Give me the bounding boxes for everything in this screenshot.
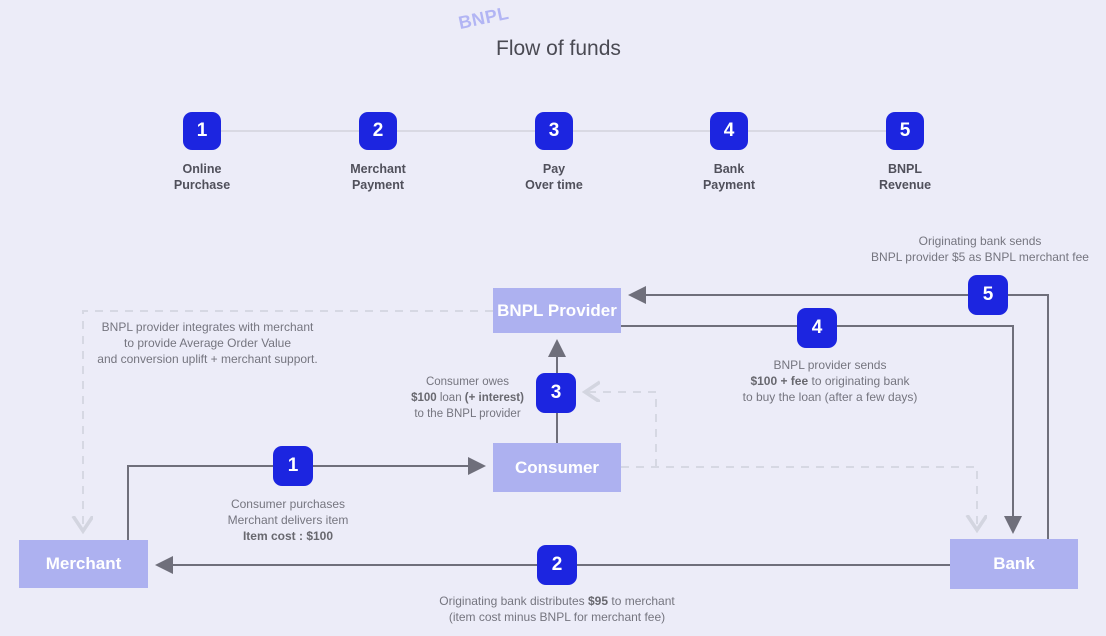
- node-merchant-label: Merchant: [45, 554, 122, 573]
- flow-badge-3: 3: [536, 373, 576, 413]
- node-bnpl-provider-label: BNPL Provider: [497, 300, 617, 320]
- flow-badge-4: 4: [797, 308, 837, 348]
- annotation-distribute: Originating bank distributes $95 to merc…: [439, 594, 675, 624]
- node-consumer-label: Consumer: [514, 457, 600, 477]
- bnpl-stamp-label: BNPL: [456, 2, 511, 34]
- annotation-integration: BNPL provider integrates with merchant t…: [97, 320, 318, 366]
- timeline-step-1-number: 1: [196, 120, 208, 141]
- timeline-step-4-badge: 4: [710, 112, 748, 150]
- arrow-bank-to-bnpl: [628, 286, 1049, 539]
- flow-badge-5: 5: [968, 275, 1008, 315]
- annotation-purchase: Consumer purchases Merchant delivers ite…: [227, 497, 349, 543]
- timeline-step-4-number: 4: [723, 120, 735, 141]
- timeline-step-2-badge: 2: [359, 112, 397, 150]
- node-bnpl-provider: BNPL Provider: [493, 288, 621, 333]
- flow-badge-2: 2: [537, 545, 577, 585]
- flow-badge-2-number: 2: [551, 554, 563, 575]
- annotation-merchant-fee: Originating bank sends BNPL provider $5 …: [871, 234, 1089, 264]
- arrow-consumer-to-bank-dashed: [621, 466, 977, 529]
- flow-badge-3-number: 3: [550, 382, 562, 403]
- timeline-step-2-number: 2: [372, 120, 384, 141]
- flow-badge-5-number: 5: [982, 284, 994, 305]
- timeline-step-3-number: 3: [548, 120, 560, 141]
- flow-badge-4-number: 4: [811, 317, 823, 338]
- node-merchant: Merchant: [19, 540, 148, 588]
- node-consumer: Consumer: [493, 443, 621, 492]
- annotation-sends-bank: BNPL provider sends $100 + fee to origin…: [742, 358, 918, 404]
- flow-badge-1: 1: [273, 446, 313, 486]
- node-bank-label: Bank: [993, 554, 1035, 573]
- flow-badge-1-number: 1: [287, 455, 299, 476]
- timeline-step-5-badge: 5: [886, 112, 924, 150]
- page-title: Flow of funds: [496, 37, 621, 60]
- timeline-step-5-number: 5: [899, 120, 911, 141]
- timeline-step-3-badge: 3: [535, 112, 573, 150]
- node-bank: Bank: [950, 539, 1078, 589]
- timeline-step-1-badge: 1: [183, 112, 221, 150]
- annotation-consumer-owes: Consumer owes $100 loan (+ interest) to …: [411, 376, 524, 420]
